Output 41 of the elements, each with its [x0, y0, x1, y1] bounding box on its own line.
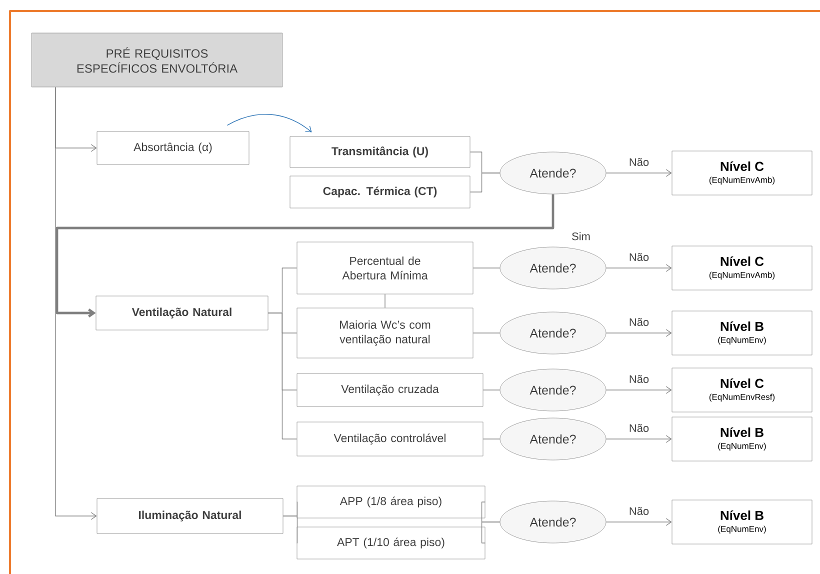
- criterion-box: APP (1/8 área piso): [296, 486, 486, 518]
- criterion-box: Capac. Térmica (CT): [290, 176, 470, 208]
- result-box: Nível B (EqNumEnv): [672, 500, 812, 544]
- connector-line: [470, 172, 500, 192]
- connector-line: [472, 332, 500, 334]
- criterion-box: Percentual de Abertura Mínima: [296, 242, 474, 294]
- edge-label: Não: [630, 507, 649, 515]
- connector-line: [384, 294, 386, 308]
- connector-line: [282, 516, 298, 544]
- result-box: Nível C (EqNumEnvAmb): [672, 246, 812, 290]
- arrow: [606, 518, 672, 526]
- criterion-box: Iluminação Natural: [96, 498, 284, 534]
- edge-label: Não: [630, 424, 649, 432]
- criterion-box: Transmitância (U): [290, 136, 470, 168]
- arrow: [606, 435, 672, 443]
- edge-label: Sim: [572, 232, 590, 240]
- edge-label: Não: [630, 375, 649, 383]
- arrow: [56, 194, 554, 318]
- edge-label: Não: [630, 253, 649, 261]
- title-box: PRÉ REQUISITOS ESPECÍFICOS ENVOLTÓRIA: [31, 32, 283, 88]
- edge-label: Não: [630, 318, 649, 326]
- edge-label: Não: [630, 158, 649, 166]
- criterion-box: Maioria Wc’s com ventilação natural: [296, 308, 474, 358]
- criterion-box: Ventilação Natural: [96, 296, 268, 330]
- criterion-box: Ventilação controlável: [296, 422, 484, 456]
- arrow: [606, 386, 672, 394]
- arrow: [606, 329, 672, 337]
- criterion-box: Absortância (α): [96, 131, 250, 165]
- result-box: Nível B (EqNumEnv): [672, 310, 812, 356]
- connector-line: [482, 438, 500, 440]
- result-box: Nível B (EqNumEnv): [672, 416, 812, 462]
- connector-line: [268, 312, 298, 440]
- arrow: [606, 169, 672, 177]
- result-box: Nível C (EqNumEnvAmb): [672, 150, 812, 196]
- arrow: [55, 86, 97, 520]
- result-box: Nível C (EqNumEnvResf): [672, 368, 812, 412]
- criterion-box: APT (1/10 área piso): [296, 526, 486, 560]
- arrow: [226, 114, 312, 132]
- criterion-box: Ventilação cruzada: [296, 373, 484, 407]
- connector-line: [481, 522, 500, 544]
- arrow: [606, 264, 672, 272]
